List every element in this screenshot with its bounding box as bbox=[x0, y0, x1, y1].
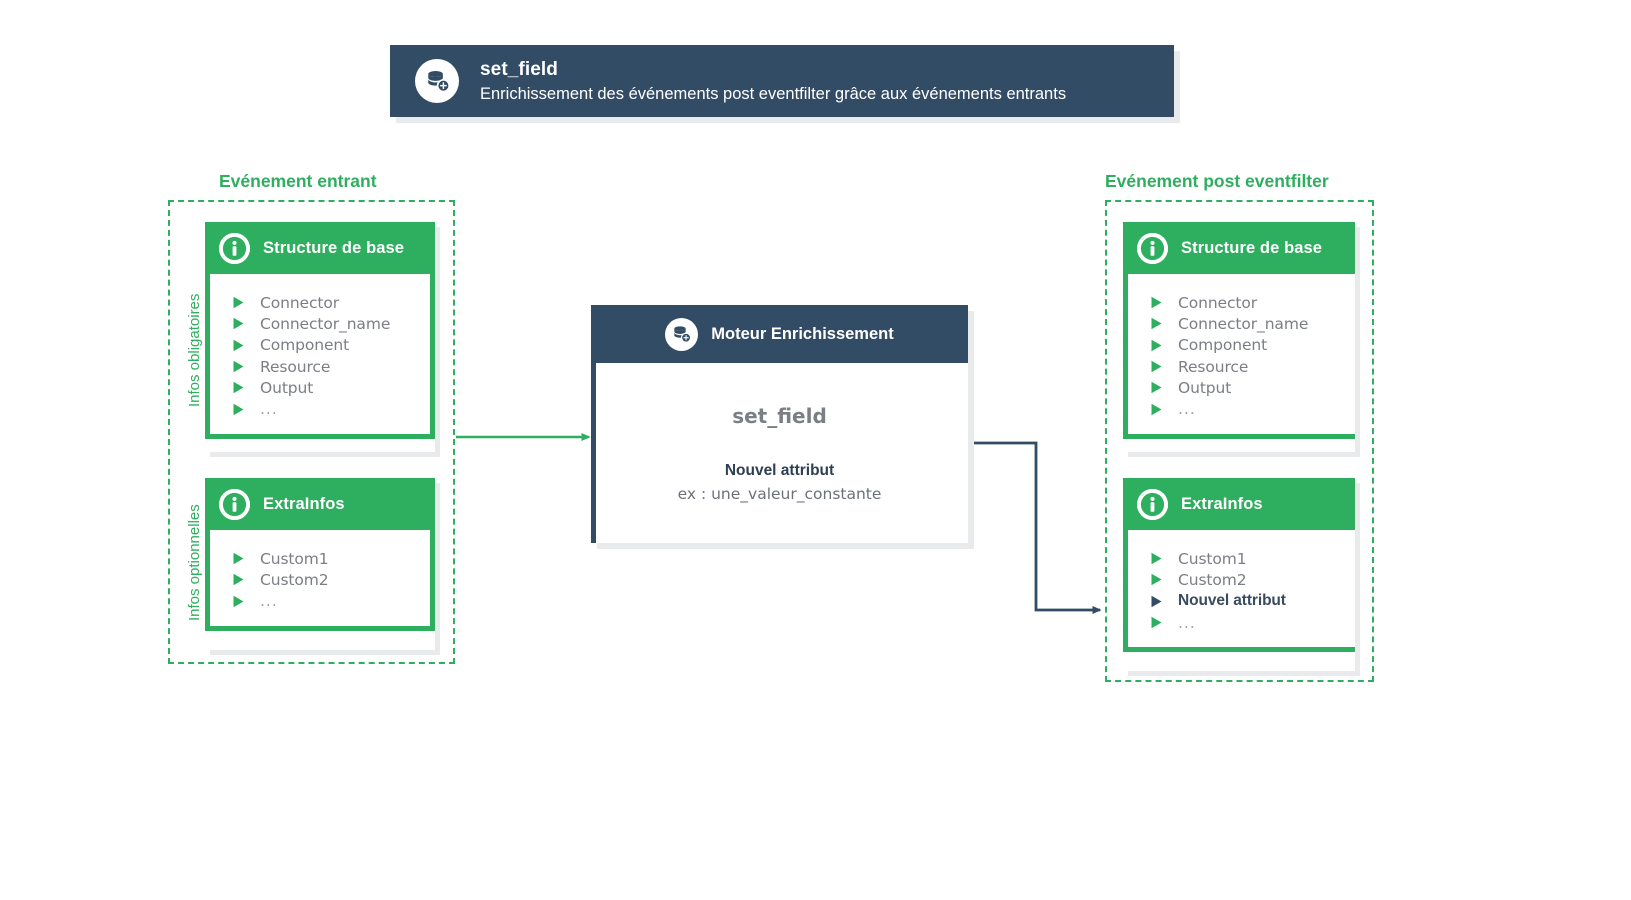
arrow-engine-to-output bbox=[968, 441, 1102, 614]
field-label: ... bbox=[260, 592, 278, 611]
engine-header: Moteur Enrichissement bbox=[591, 305, 968, 363]
list-item: Output bbox=[210, 377, 430, 398]
card-header: ExtraInfos bbox=[1123, 478, 1355, 530]
database-plus-icon bbox=[415, 59, 459, 103]
triangle-bullet-icon bbox=[233, 318, 244, 330]
list-item: Connector_name bbox=[210, 313, 430, 334]
field-label: Component bbox=[1178, 336, 1268, 355]
left-panel-caption: Evénement entrant bbox=[219, 171, 377, 191]
info-circle-icon bbox=[219, 488, 250, 520]
field-label: ... bbox=[1178, 613, 1196, 632]
engine-operation-name: set_field bbox=[732, 403, 827, 428]
triangle-bullet-icon bbox=[233, 296, 244, 309]
triangle-bullet-icon bbox=[1151, 382, 1162, 394]
list-item: Resource bbox=[210, 356, 430, 377]
header-title: set_field bbox=[480, 58, 558, 80]
database-plus-icon bbox=[665, 317, 699, 351]
card-header: ExtraInfos bbox=[205, 478, 435, 530]
triangle-bullet-icon bbox=[1151, 296, 1162, 309]
field-label: ... bbox=[1178, 400, 1196, 419]
list-item: Component bbox=[210, 335, 430, 356]
header-subtitle: Enrichissement des événements post event… bbox=[480, 84, 1067, 103]
triangle-bullet-icon bbox=[233, 360, 244, 373]
field-label: Custom1 bbox=[260, 549, 329, 568]
card-incoming-structure-de-base: Structure de base Connector Connector_na… bbox=[205, 222, 435, 452]
card-body: Connector Connector_name Component Resou… bbox=[1123, 274, 1355, 439]
list-item: Connector bbox=[1128, 292, 1355, 313]
triangle-bullet-icon bbox=[1151, 360, 1162, 373]
field-label: Nouvel attribut bbox=[1178, 592, 1286, 610]
engine-title: Moteur Enrichissement bbox=[711, 324, 894, 343]
triangle-bullet-icon bbox=[233, 339, 244, 351]
incoming-event-zone bbox=[168, 200, 455, 664]
list-item-new-attribute: Nouvel attribut bbox=[1128, 591, 1355, 612]
list-item: ... bbox=[1128, 612, 1355, 633]
card-output-extrainfos: ExtraInfos Custom1 Custom2 Nouvel attrib… bbox=[1123, 478, 1355, 671]
field-label: Component bbox=[260, 336, 350, 355]
enrichment-engine-box: Moteur Enrichissement set_field Nouvel a… bbox=[591, 305, 968, 543]
info-circle-icon bbox=[1137, 232, 1168, 264]
triangle-bullet-icon bbox=[233, 382, 244, 394]
list-item: Resource bbox=[1128, 356, 1355, 377]
list-item: ... bbox=[1128, 398, 1355, 419]
triangle-bullet-icon bbox=[1151, 574, 1162, 586]
engine-attribute-example: ex : une_valeur_constante bbox=[677, 484, 882, 503]
info-circle-icon bbox=[219, 232, 250, 264]
header-text-block: set_field Enrichissement des événements … bbox=[480, 58, 1066, 105]
right-panel-caption: Evénement post eventfilter bbox=[1105, 171, 1329, 191]
field-label: Resource bbox=[260, 357, 331, 376]
list-item: Connector_name bbox=[1128, 313, 1355, 334]
triangle-bullet-icon bbox=[1151, 403, 1162, 415]
triangle-bullet-icon bbox=[1151, 339, 1162, 351]
card-title: ExtraInfos bbox=[1181, 494, 1263, 513]
info-circle-icon bbox=[1137, 488, 1168, 520]
post-eventfilter-zone bbox=[1105, 200, 1374, 682]
side-label-optional: Infos optionnelles bbox=[186, 504, 203, 621]
triangle-bullet-icon bbox=[1151, 616, 1162, 629]
list-item: Component bbox=[1128, 335, 1355, 356]
list-item: Output bbox=[1128, 377, 1355, 398]
card-body: Connector Connector_name Component Resou… bbox=[205, 274, 435, 439]
field-label: Custom1 bbox=[1178, 549, 1247, 568]
triangle-bullet-icon bbox=[233, 552, 244, 565]
triangle-bullet-icon bbox=[233, 574, 244, 586]
list-item: Custom1 bbox=[210, 548, 430, 569]
list-item: Custom2 bbox=[1128, 569, 1355, 590]
card-body: Custom1 Custom2 ... bbox=[205, 530, 435, 631]
card-title: Structure de base bbox=[263, 238, 405, 257]
field-label: Connector_name bbox=[1178, 314, 1309, 333]
card-incoming-extrainfos: ExtraInfos Custom1 Custom2 ... bbox=[205, 478, 435, 650]
list-item: ... bbox=[210, 591, 430, 612]
header-banner: set_field Enrichissement des événements … bbox=[390, 45, 1174, 117]
field-label: Output bbox=[260, 378, 314, 397]
field-label: Custom2 bbox=[1178, 570, 1247, 589]
field-label: Output bbox=[1178, 378, 1232, 397]
triangle-bullet-icon bbox=[233, 403, 244, 415]
triangle-bullet-icon bbox=[1151, 552, 1162, 565]
side-label-mandatory: Infos obligatoires bbox=[186, 293, 203, 407]
engine-attribute-label: Nouvel attribut bbox=[724, 461, 835, 479]
field-label: Connector_name bbox=[260, 314, 391, 333]
engine-body: set_field Nouvel attribut ex : une_valeu… bbox=[591, 363, 968, 543]
card-body: Custom1 Custom2 Nouvel attribut ... bbox=[1123, 530, 1355, 653]
field-label: Resource bbox=[1178, 357, 1249, 376]
field-label: Connector bbox=[260, 293, 340, 312]
triangle-bullet-icon bbox=[233, 595, 244, 607]
list-item: ... bbox=[210, 398, 430, 419]
card-header: Structure de base bbox=[205, 222, 435, 274]
list-item: Custom1 bbox=[1128, 548, 1355, 569]
triangle-bullet-icon bbox=[1151, 595, 1162, 607]
field-label: Custom2 bbox=[260, 570, 329, 589]
field-label: ... bbox=[260, 400, 278, 419]
list-item: Connector bbox=[210, 292, 430, 313]
list-item: Custom2 bbox=[210, 569, 430, 590]
card-output-structure-de-base: Structure de base Connector Connector_na… bbox=[1123, 222, 1355, 452]
card-title: ExtraInfos bbox=[263, 494, 345, 513]
card-title: Structure de base bbox=[1181, 238, 1323, 257]
field-label: Connector bbox=[1178, 293, 1258, 312]
card-header: Structure de base bbox=[1123, 222, 1355, 274]
triangle-bullet-icon bbox=[1151, 318, 1162, 330]
